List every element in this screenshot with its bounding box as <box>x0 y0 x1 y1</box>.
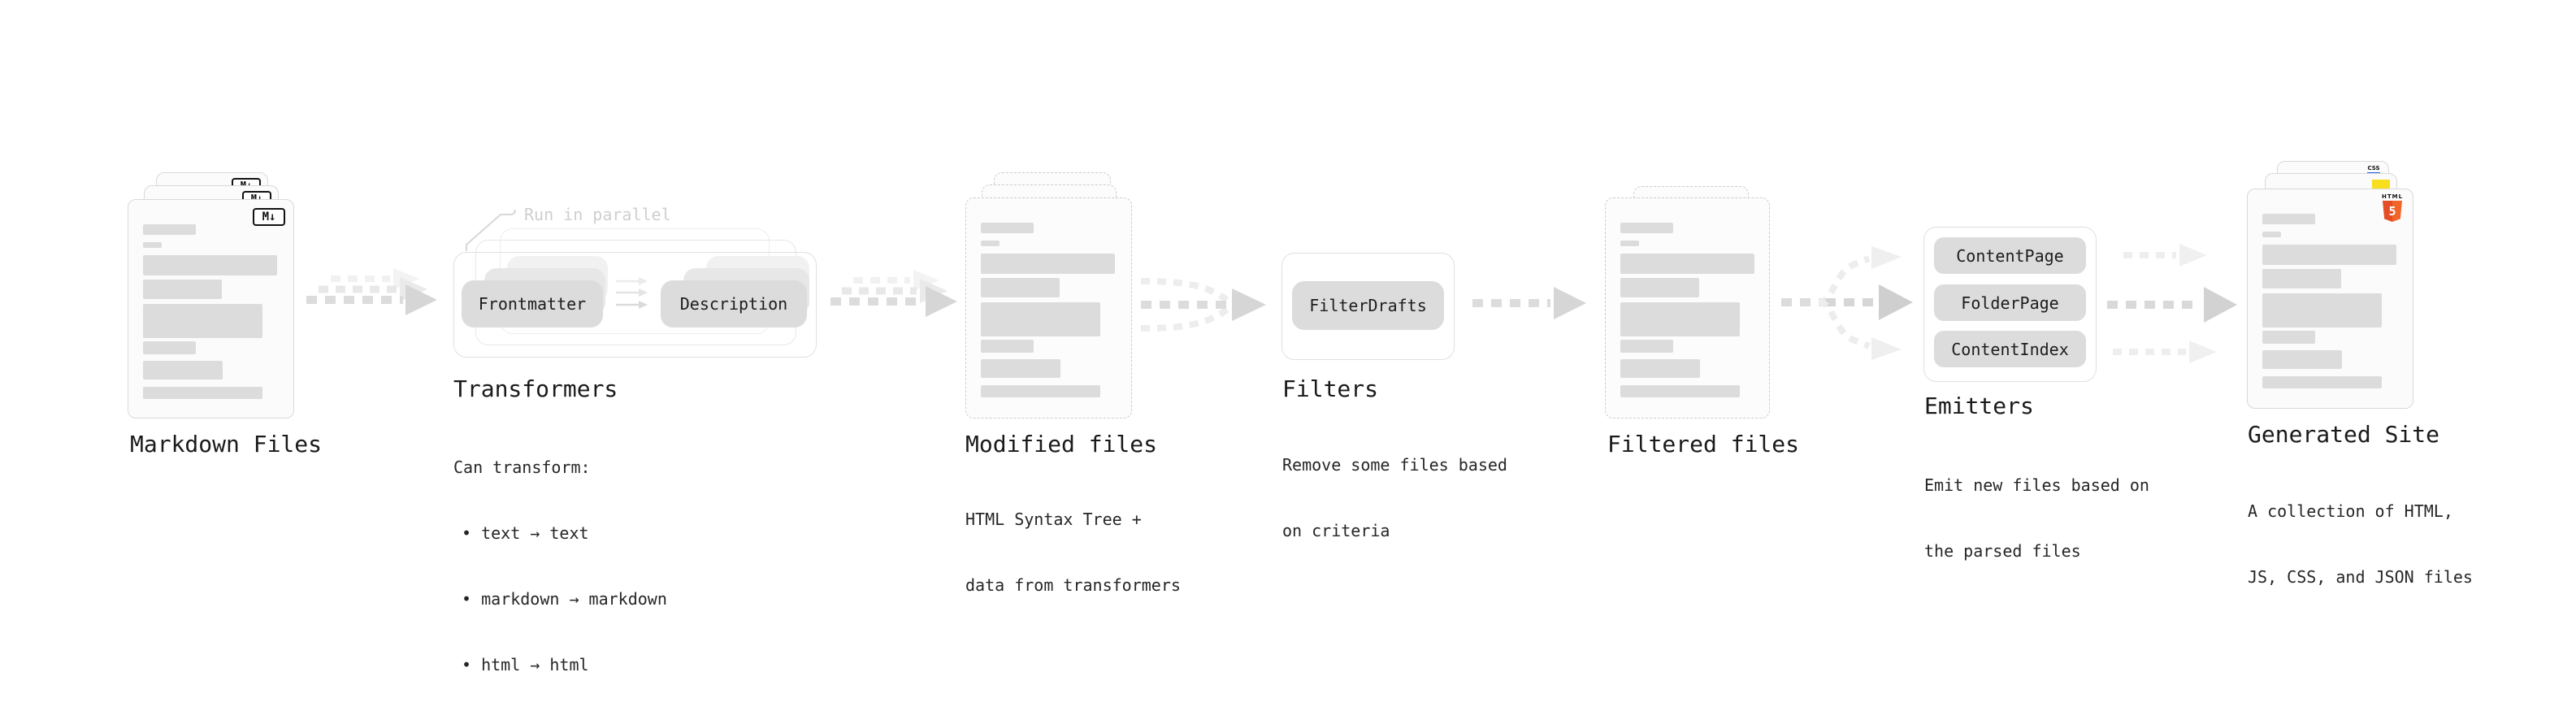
doc-line <box>1620 359 1700 378</box>
doc-line <box>981 254 1115 274</box>
doc-line <box>143 224 196 235</box>
text-line: A collection of HTML, <box>2248 501 2453 521</box>
modified-files-title: Modified files <box>965 431 1158 458</box>
text-line: • html → html <box>462 655 589 674</box>
generated-site-description: A collection of HTML, JS, CSS, and JSON … <box>2248 457 2473 632</box>
filters-description: Remove some files based on criteria <box>1282 410 1507 586</box>
doc-line <box>981 278 1060 297</box>
html-file-card: HTML 5 <box>2247 189 2413 409</box>
text-line: Emit new files based on <box>1924 475 2149 495</box>
text-line: on criteria <box>1282 521 1390 540</box>
transformers-description: Can transform: • text → text • markdown … <box>453 413 667 720</box>
doc-line <box>143 387 262 399</box>
filters-box <box>1281 253 1455 360</box>
text-line: the parsed files <box>1924 541 2081 561</box>
doc-line <box>1620 241 1639 246</box>
filtered-file-card <box>1605 197 1770 419</box>
arrow-markdown-to-transformers <box>306 268 437 315</box>
doc-line <box>143 255 277 275</box>
markdown-files-title: Markdown Files <box>130 431 323 458</box>
emitters-description: Emit new files based on the parsed files <box>1924 431 2149 606</box>
filterdrafts-pill: FilterDrafts <box>1292 281 1444 330</box>
arrow-diverge-to-emitters <box>1781 246 1913 360</box>
doc-line <box>1620 340 1673 353</box>
frontmatter-pill: Frontmatter <box>462 280 603 327</box>
folderpage-pill: FolderPage <box>1934 284 2086 321</box>
doc-line <box>1620 223 1673 233</box>
arrow-merge-to-filters <box>1140 278 1266 332</box>
doc-line <box>2262 350 2342 369</box>
pipeline-diagram: M↓ M↓ M↓ Markdown Files Run in parallel … <box>128 161 2473 674</box>
doc-line <box>981 340 1034 353</box>
css-icon-label: CSS <box>2367 165 2380 171</box>
doc-line <box>2262 269 2341 288</box>
text-line: Remove some files based <box>1282 455 1507 475</box>
contentpage-pill: ContentPage <box>1934 237 2086 274</box>
transformers-box <box>453 252 817 358</box>
doc-line <box>2262 232 2281 237</box>
modified-files-description: HTML Syntax Tree + data from transformer… <box>965 465 1181 640</box>
generated-site-title: Generated Site <box>2248 421 2440 448</box>
js-icon <box>2372 180 2390 189</box>
filtered-files-title: Filtered files <box>1607 431 1800 458</box>
modified-file-card <box>965 197 1132 419</box>
doc-line <box>143 280 222 299</box>
text-line: JS, CSS, and JSON files <box>2248 567 2473 587</box>
doc-line <box>981 302 1100 336</box>
text-line: HTML Syntax Tree + <box>965 510 1142 529</box>
text-line: data from transformers <box>965 575 1181 595</box>
arrow-emitters-to-site <box>2107 244 2237 363</box>
text-line: • markdown → markdown <box>462 589 667 609</box>
description-pill: Description <box>661 280 807 327</box>
html5-icon-word: HTML <box>2382 193 2404 200</box>
doc-line <box>2262 376 2382 388</box>
doc-line <box>143 341 196 354</box>
text-line: Can transform: <box>453 458 591 477</box>
contentindex-pill: ContentIndex <box>1934 331 2086 367</box>
emitters-box <box>1923 227 2097 382</box>
doc-line <box>1620 302 1740 336</box>
markdown-file-card: M↓ <box>128 199 294 419</box>
doc-line <box>1620 254 1754 274</box>
doc-line <box>2262 293 2382 327</box>
markdown-icon: M↓ <box>253 208 285 226</box>
arrow-filters-to-filtered <box>1472 287 1586 319</box>
doc-line <box>143 361 223 380</box>
doc-line <box>143 242 162 248</box>
text-line: • text → text <box>462 523 589 543</box>
html5-icon: HTML 5 <box>2382 193 2403 222</box>
doc-line <box>981 359 1060 378</box>
doc-line <box>143 304 262 338</box>
arrow-transformers-to-modified <box>830 270 957 317</box>
transformers-title: Transformers <box>453 375 618 402</box>
doc-line <box>2262 245 2396 265</box>
doc-line <box>2262 331 2315 344</box>
run-in-parallel-note: Run in parallel <box>524 205 671 224</box>
doc-line <box>1620 278 1699 297</box>
doc-line <box>2262 214 2315 224</box>
doc-line <box>981 241 1000 246</box>
doc-line <box>981 385 1100 397</box>
emitters-title: Emitters <box>1924 393 2034 419</box>
doc-line <box>981 223 1034 233</box>
filters-title: Filters <box>1282 375 1379 402</box>
html5-icon-shield: 5 <box>2383 201 2402 222</box>
doc-line <box>1620 385 1740 397</box>
